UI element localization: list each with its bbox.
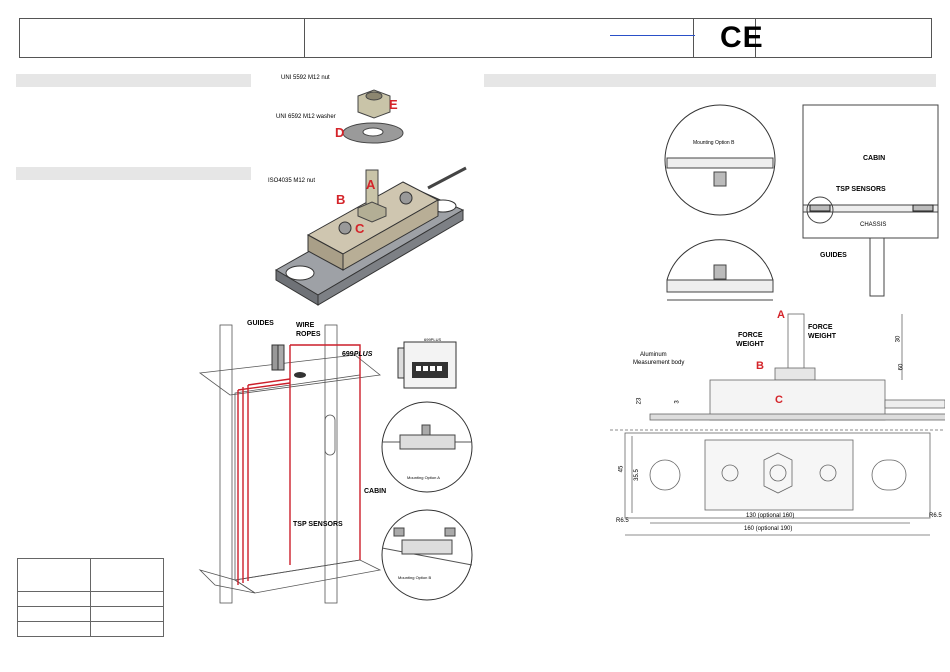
dim-45: 45 — [618, 465, 625, 473]
force-weight-left-1: FORCE — [738, 332, 763, 339]
right-label-tsp-sensors: TSP SENSORS — [836, 186, 886, 193]
right-label-chassis: CHASSIS — [860, 222, 887, 228]
marker-b: B — [336, 192, 346, 207]
dim-30: 30 — [895, 335, 902, 343]
table-cell — [90, 606, 164, 622]
marker-e: E — [389, 97, 398, 112]
dim-r6-5-left: R6.5 — [616, 518, 629, 524]
header-divider — [304, 19, 305, 57]
label-wire-1: WIRE — [296, 322, 315, 329]
right-marker-b: B — [756, 360, 764, 372]
table-cell — [90, 591, 164, 607]
right-label-mount-b: Mounting Option B — [693, 140, 735, 146]
device-box-drawing — [397, 341, 457, 389]
section-bar — [16, 74, 251, 87]
right-marker-a: A — [777, 309, 785, 321]
device-brand: 699PLUS — [424, 337, 442, 342]
table-cell — [90, 558, 164, 592]
elevator-cabin-drawing — [198, 324, 382, 604]
table-cell — [90, 621, 164, 637]
ce-mark: CE — [720, 21, 764, 54]
marker-a: A — [366, 177, 376, 192]
right-mounting-circles — [664, 104, 776, 301]
label-nut-e: UNI 5592 M12 nut — [281, 75, 330, 81]
label-nut-b: ISO4035 M12 nut — [268, 178, 316, 184]
sensor-exploded-drawing — [275, 89, 467, 306]
label-wire-2: ROPES — [296, 331, 321, 338]
label-mount-a: Mounting Option A — [407, 475, 440, 480]
right-label-cabin: CABIN — [863, 155, 886, 162]
section-bar — [16, 167, 251, 180]
table-cell — [17, 606, 91, 622]
section-bar — [484, 74, 936, 87]
table-row — [17, 621, 164, 637]
label-mount-b: Mounting Option B — [398, 575, 432, 580]
force-weight-right-1: FORCE — [808, 324, 833, 331]
alu-label-1: Aluminum — [640, 352, 667, 358]
marker-c: C — [355, 221, 365, 236]
label-washer-d: UNI 6592 M12 washer — [276, 114, 336, 120]
table-cell — [17, 591, 91, 607]
header-divider — [755, 19, 756, 57]
dim-23: 23 — [636, 397, 643, 405]
right-label-guides: GUIDES — [820, 252, 847, 259]
dim-35-5: 35.5 — [633, 469, 640, 481]
technical-dimension-drawing — [610, 313, 945, 536]
label-cabin: CABIN — [364, 488, 387, 495]
table-row — [17, 558, 164, 592]
table-cell — [17, 558, 91, 592]
cabin-chassis-drawing — [802, 104, 939, 297]
spec-table — [17, 558, 164, 637]
dim-60: 60 — [898, 363, 905, 371]
table-cell — [17, 621, 91, 637]
header-divider — [693, 19, 694, 57]
dim-r6-5-right: R6.5 — [929, 513, 942, 519]
force-weight-left-2: WEIGHT — [736, 341, 764, 348]
dim-130: 130 (optional 160) — [746, 513, 795, 519]
dim-160: 160 (optional 190) — [744, 526, 793, 532]
mounting-option-circles — [381, 401, 473, 601]
label-product: 699PLUS — [342, 351, 373, 358]
label-guides: GUIDES — [247, 320, 274, 327]
document-header: CE — [19, 18, 932, 58]
force-weight-right-2: WEIGHT — [808, 333, 836, 340]
alu-label-2: Measurement body — [633, 360, 685, 366]
label-tsp-sensors: TSP SENSORS — [293, 521, 343, 528]
table-row — [17, 606, 164, 622]
table-row — [17, 591, 164, 607]
header-link[interactable] — [610, 35, 695, 36]
right-marker-c: C — [775, 394, 783, 406]
marker-d: D — [335, 125, 345, 140]
dim-3: 3 — [674, 400, 681, 404]
